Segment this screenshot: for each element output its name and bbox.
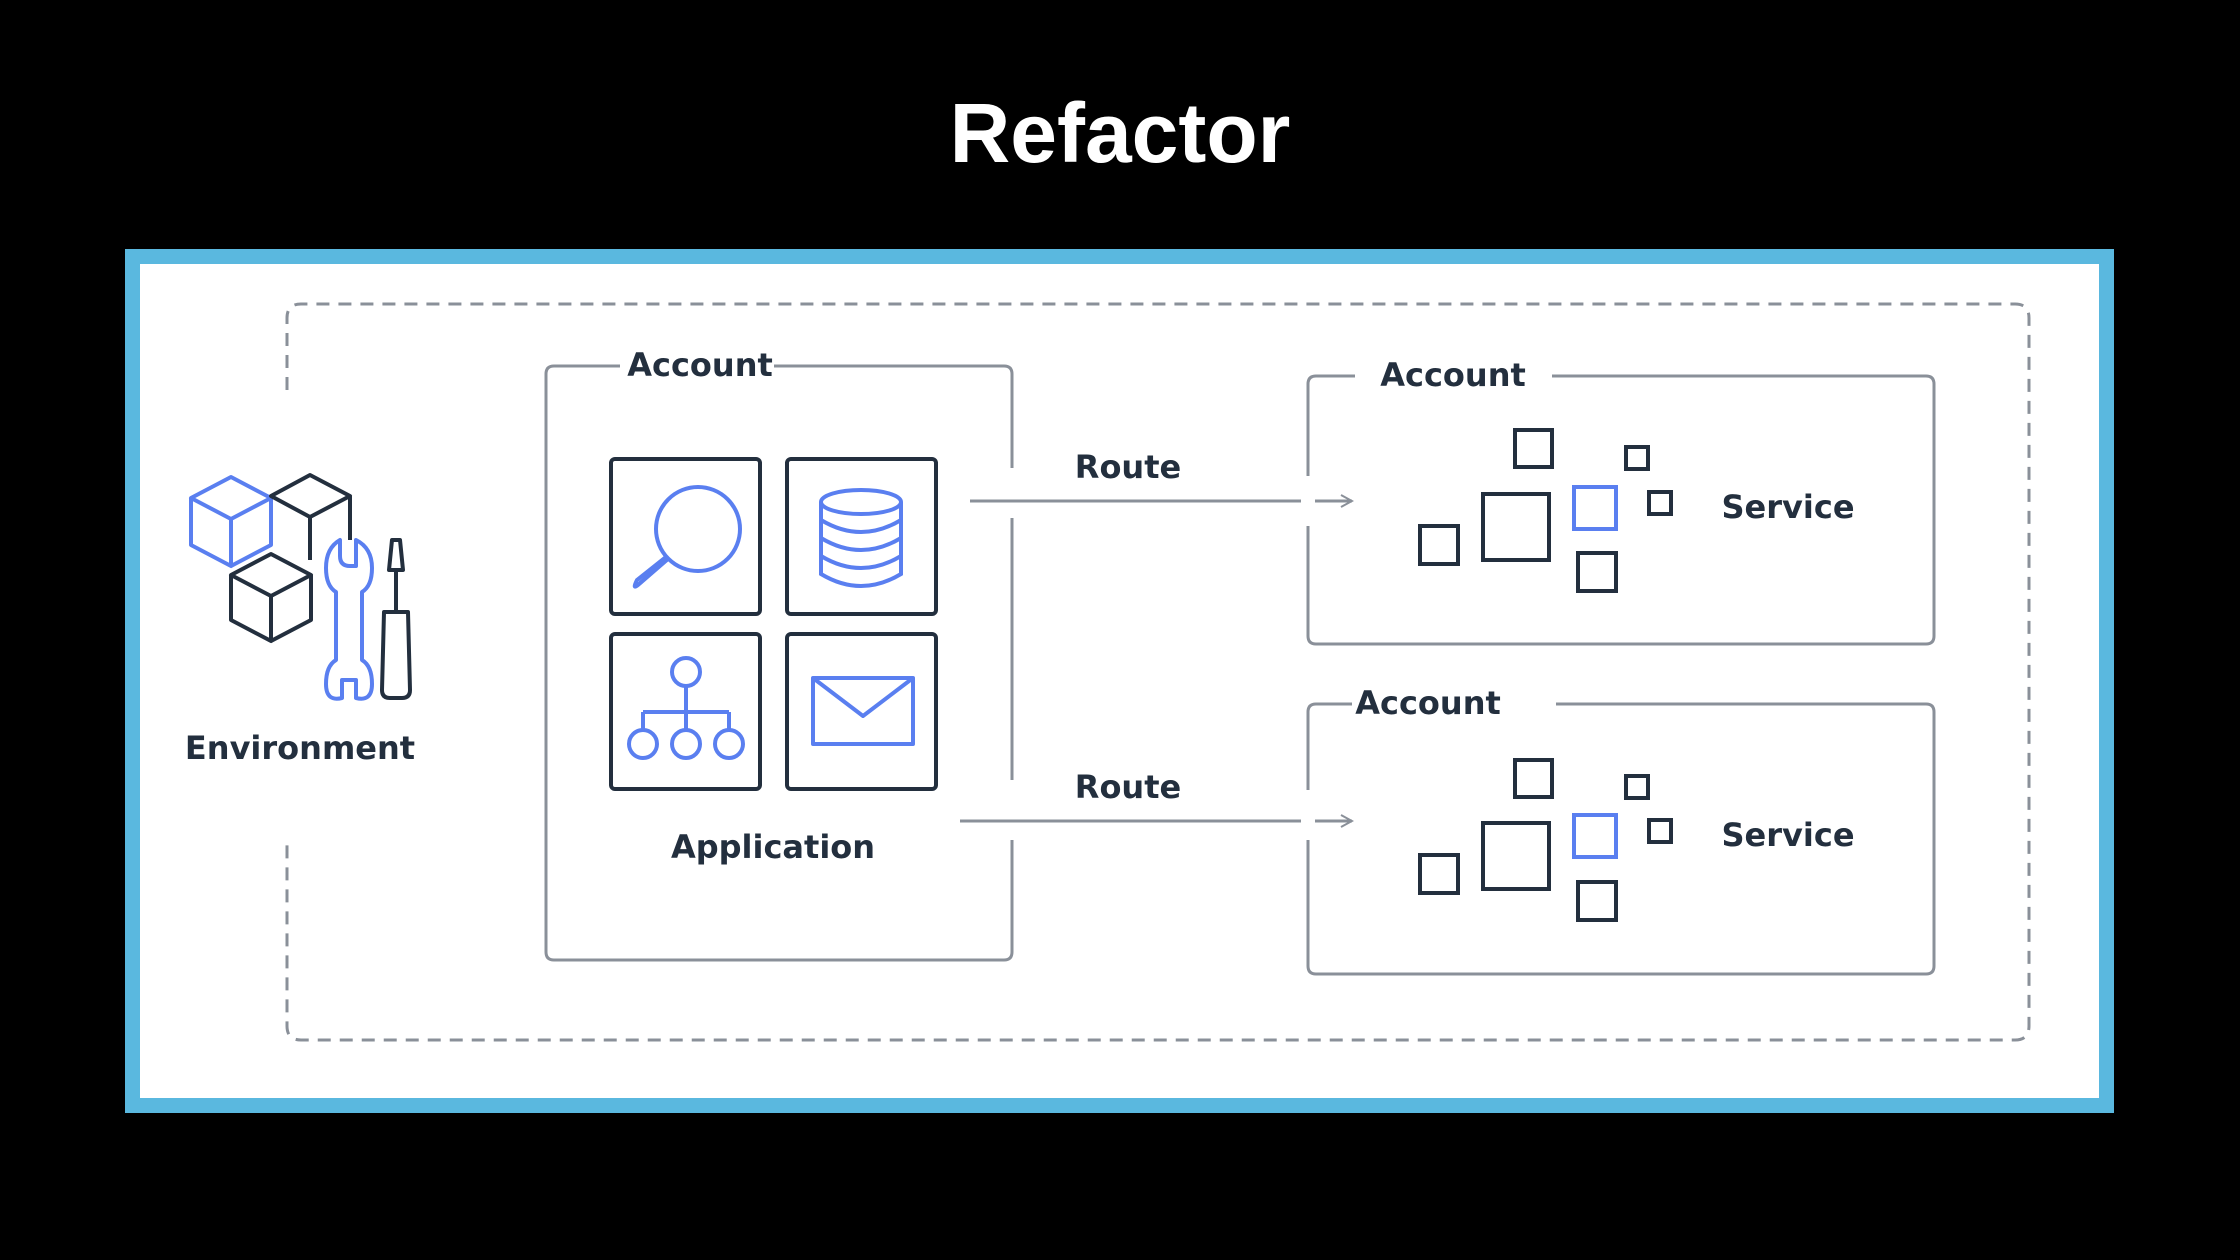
source-account-label: Account (627, 346, 773, 384)
database-icon (819, 488, 903, 588)
application-icons (609, 457, 938, 791)
screwdriver-icon (380, 538, 412, 700)
route-label-1: Route (1075, 448, 1181, 486)
route-label-2: Route (1075, 768, 1181, 806)
service-label-2: Service (1721, 816, 1854, 854)
source-account-box (544, 364, 1014, 962)
wrench-icon (324, 538, 374, 701)
target-account-box-2 (1306, 702, 1936, 976)
database-tile (785, 457, 938, 616)
hierarchy-icon (627, 656, 745, 760)
application-label: Application (671, 828, 875, 866)
target-account-label-1: Account (1380, 356, 1526, 394)
mail-tile (785, 632, 938, 791)
mail-icon (811, 676, 915, 746)
diagram-frame (125, 249, 2114, 1113)
search-tile (609, 457, 762, 616)
slide-title: Refactor (949, 86, 1291, 180)
environment-boundary (285, 302, 2031, 1042)
search-icon (632, 485, 742, 589)
target-account-box-1 (1306, 374, 1936, 646)
service-label-1: Service (1721, 488, 1854, 526)
microservices-icon (1418, 428, 1673, 593)
environment-icon (189, 473, 412, 701)
target-account-label-2: Account (1355, 684, 1501, 722)
hierarchy-tile (609, 632, 762, 791)
cubes-icon (189, 473, 352, 643)
microservices-icon (1418, 758, 1673, 922)
environment-label: Environment (185, 729, 415, 767)
